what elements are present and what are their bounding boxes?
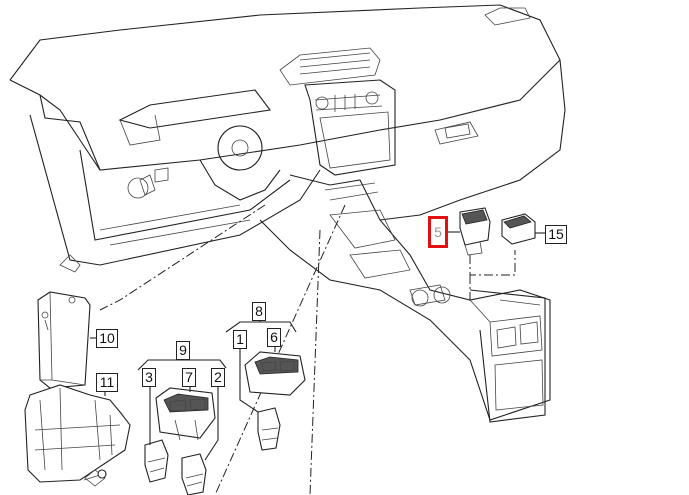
bracket-9-lines bbox=[137, 355, 227, 461]
callout-10: 10 bbox=[96, 329, 118, 348]
callout-3: 3 bbox=[142, 368, 156, 387]
leader-lines bbox=[99, 204, 516, 495]
callout-6: 6 bbox=[267, 328, 281, 347]
callout-2: 2 bbox=[211, 368, 225, 387]
part-3-connector bbox=[144, 439, 169, 483]
part-2-connector bbox=[181, 453, 207, 495]
callout-11: 11 bbox=[96, 373, 118, 392]
callout-8: 8 bbox=[252, 302, 266, 321]
callout-7: 7 bbox=[182, 368, 196, 387]
part-10-module bbox=[37, 291, 96, 389]
part-6-switch bbox=[244, 351, 306, 396]
part-11-bracket bbox=[24, 384, 131, 487]
dashboard-drawing bbox=[9, 4, 566, 423]
part-7-switch bbox=[155, 387, 216, 441]
callout-9: 9 bbox=[176, 341, 190, 360]
callout-15: 15 bbox=[545, 225, 567, 244]
screw bbox=[83, 469, 107, 481]
part-1-connector bbox=[257, 407, 281, 451]
part-15-cover bbox=[501, 213, 545, 245]
callout-5: 5 bbox=[428, 216, 448, 248]
part-5-switch bbox=[448, 207, 491, 256]
callout-1: 1 bbox=[233, 330, 247, 349]
